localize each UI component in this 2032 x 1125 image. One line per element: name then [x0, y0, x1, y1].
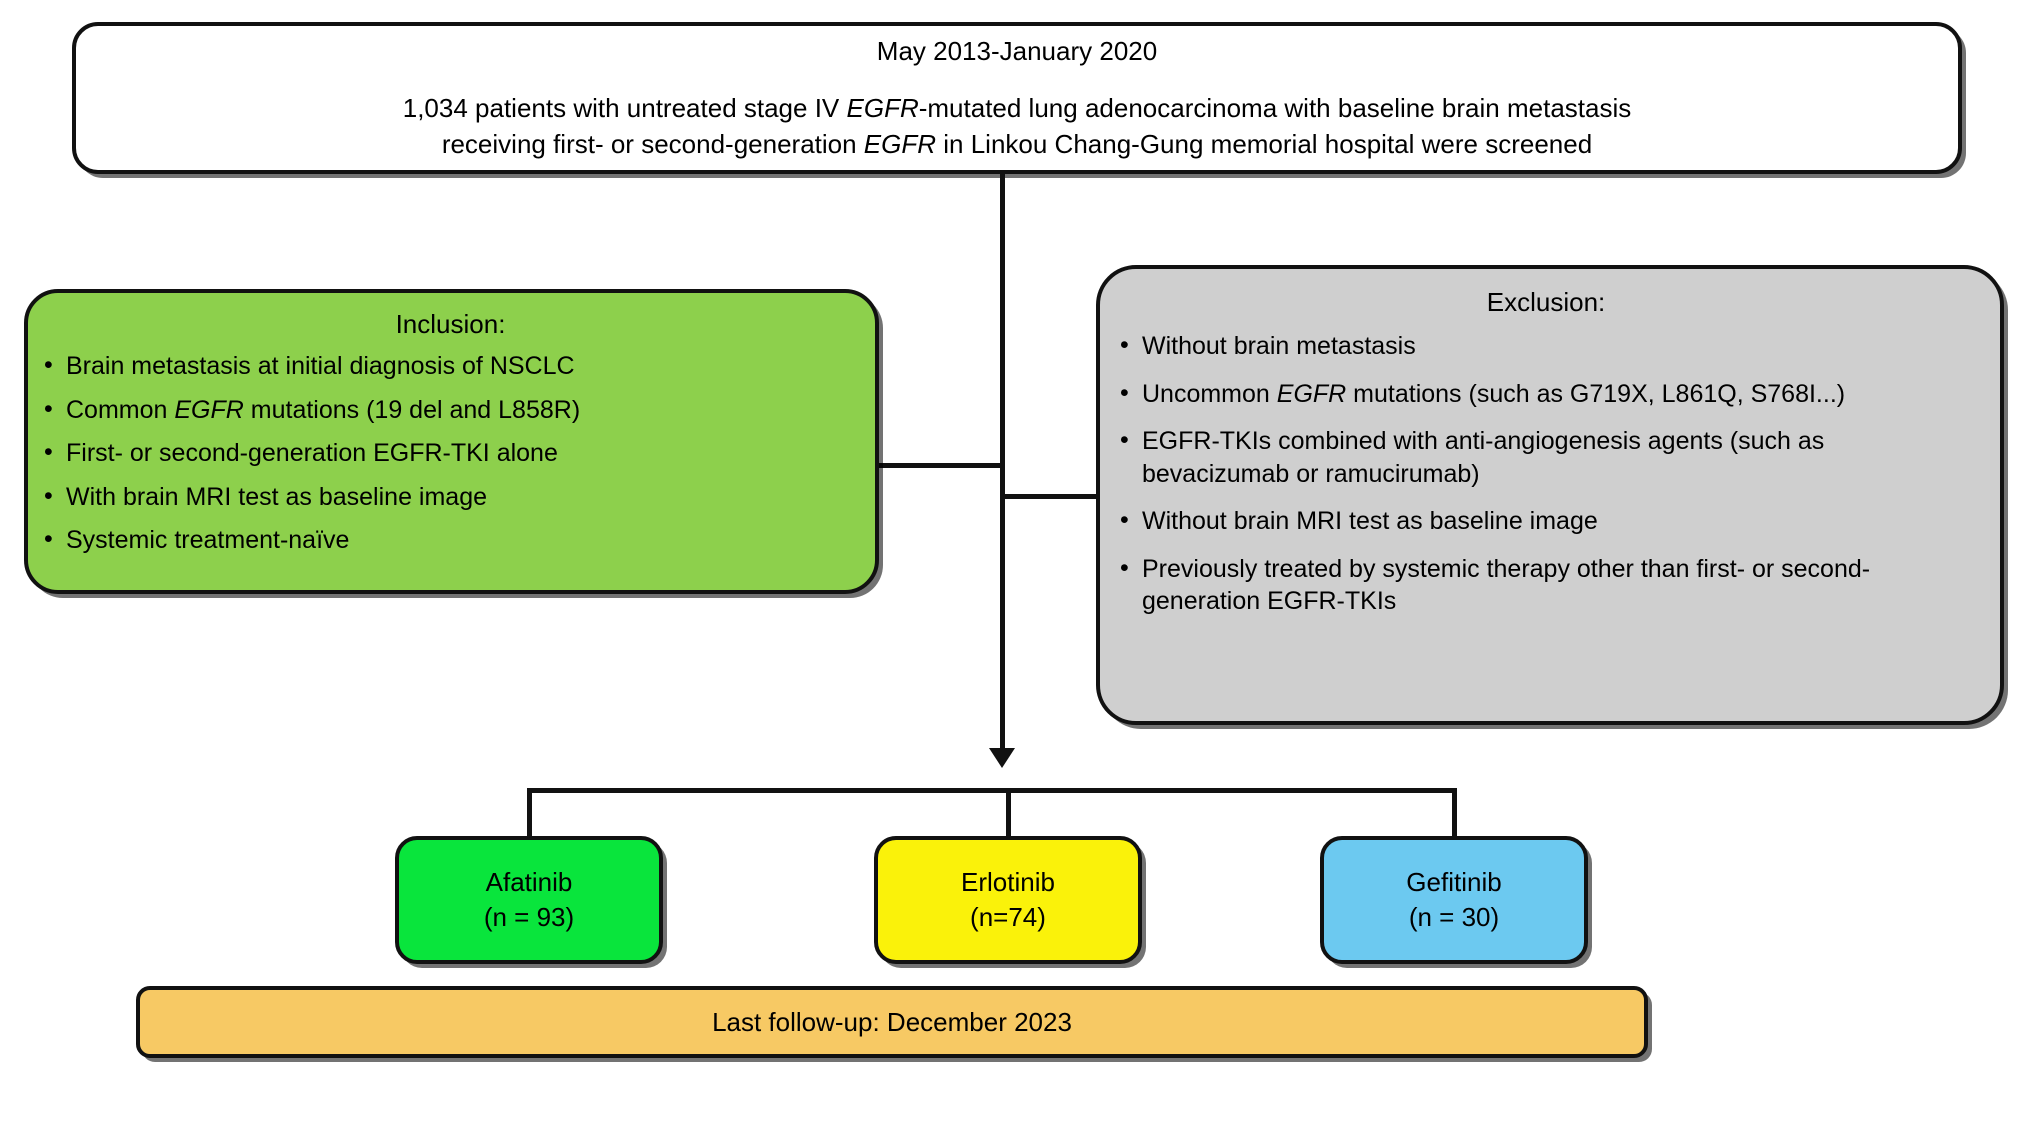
criterion-text-cont: mutations (19 del and L858R): [243, 395, 581, 424]
gene-name-egfr: EGFR: [1276, 379, 1347, 408]
treatment-arm-afatinib: Afatinib (n = 93): [395, 836, 663, 964]
arm-count: (n = 93): [483, 902, 575, 932]
arm-name: Gefitinib: [1406, 867, 1502, 898]
list-item: Systemic treatment-naïve: [42, 523, 859, 557]
connector-spine-upper: [1000, 174, 1005, 464]
criterion-text: Previously treated by systemic therapy o…: [1142, 554, 1871, 616]
criterion-text: Brain metastasis at initial diagnosis of…: [66, 352, 575, 380]
list-item: Without brain MRI test as baseline image: [1118, 504, 1974, 538]
arm-name: Erlotinib: [961, 867, 1055, 898]
study-date-range: May 2013-January 2020: [876, 35, 1158, 66]
criterion-text: Without brain MRI test as baseline image: [1142, 507, 1598, 535]
list-item: Brain metastasis at initial diagnosis of…: [42, 349, 859, 383]
arm-count: (n = 30): [1408, 902, 1500, 932]
inclusion-criteria-box: Inclusion: Brain metastasis at initial d…: [24, 289, 879, 594]
connector-spine-lower: [1000, 464, 1005, 751]
connector-split-bus: [527, 788, 1455, 793]
criterion-text-cont: mutations (such as G719X, L861Q, S768I..…: [1346, 379, 1846, 408]
connector-to-inclusion: [879, 463, 1003, 468]
screening-text-1b: -mutated lung adenocarcinoma with baseli…: [918, 92, 1632, 123]
arm-name: Afatinib: [485, 867, 573, 898]
list-item: Without brain metastasis: [1118, 329, 1974, 363]
arm-count: (n=74): [970, 902, 1046, 932]
screening-text-1a: 1,034 patients with untreated stage IV: [402, 92, 847, 123]
screening-description-line-1: 1,034 patients with untreated stage IV E…: [403, 90, 1631, 127]
gene-name-egfr: EGFR: [174, 395, 244, 424]
list-item: With brain MRI test as baseline image: [42, 480, 859, 514]
screening-box: May 2013-January 2020 1,034 patients wit…: [72, 22, 1962, 174]
list-item: EGFR-TKIs combined with anti-angiogenesi…: [1118, 424, 1974, 490]
exclusion-criteria-list: Without brain metastasis Uncommon EGFR m…: [1118, 329, 1974, 633]
treatment-arm-gefitinib: Gefitinib (n = 30): [1320, 836, 1588, 964]
criterion-text: Common: [66, 395, 175, 424]
screening-text-2b: in Linkou Chang-Gung memorial hospital w…: [936, 129, 1593, 160]
exclusion-heading: Exclusion:: [1486, 287, 1606, 317]
connector-drop-afatinib: [527, 788, 532, 838]
criterion-text: Uncommon: [1142, 379, 1277, 408]
last-followup-bar: Last follow-up: December 2023: [136, 986, 1648, 1058]
criterion-text: Without brain metastasis: [1142, 332, 1416, 360]
connector-drop-gefitinib: [1452, 788, 1457, 838]
criterion-text: With brain MRI test as baseline image: [66, 482, 488, 511]
criterion-text: EGFR-TKIs combined with anti-angiogenesi…: [1142, 427, 1825, 488]
list-item: Uncommon EGFR mutations (such as G719X, …: [1118, 377, 1974, 411]
criterion-text: First- or second-generation EGFR-TKI alo…: [66, 439, 558, 467]
gene-name-egfr: EGFR: [846, 92, 919, 123]
connector-to-exclusion: [1000, 494, 1099, 499]
list-item: Previously treated by systemic therapy o…: [1118, 552, 1974, 618]
screening-text-2a: receiving first- or second-generation: [441, 129, 864, 160]
list-item: Common EGFR mutations (19 del and L858R): [42, 393, 859, 427]
treatment-arm-erlotinib: Erlotinib (n=74): [874, 836, 1142, 964]
criterion-text: Systemic treatment-naïve: [66, 526, 350, 554]
list-item: First- or second-generation EGFR-TKI alo…: [42, 436, 859, 470]
gene-name-egfr: EGFR: [863, 129, 937, 160]
last-followup-label: Last follow-up: December 2023: [712, 1006, 1072, 1037]
inclusion-criteria-list: Brain metastasis at initial diagnosis of…: [42, 349, 859, 568]
inclusion-heading: Inclusion:: [395, 309, 506, 339]
spine-arrowhead-icon: [989, 748, 1015, 768]
connector-drop-erlotinib: [1006, 788, 1011, 838]
screening-description-line-2: receiving first- or second-generation EG…: [442, 126, 1592, 163]
exclusion-criteria-box: Exclusion: Without brain metastasis Unco…: [1096, 265, 2004, 725]
